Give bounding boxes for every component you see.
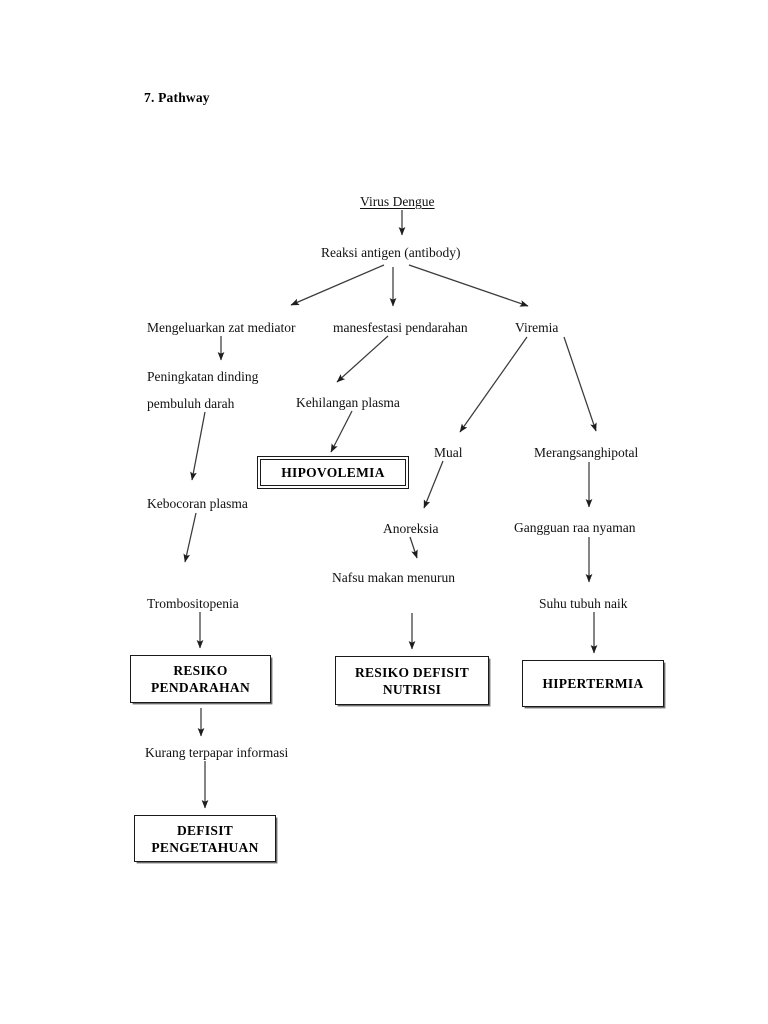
box-defisit-pengetahuan: DEFISIT PENGETAHUAN — [134, 815, 276, 862]
box-resiko-pendarahan-line1: RESIKO — [173, 663, 228, 678]
node-mual: Mual — [434, 445, 463, 460]
node-anoreksia: Anoreksia — [383, 521, 439, 536]
box-defisit-pengetahuan-label: DEFISIT PENGETAHUAN — [151, 822, 258, 856]
node-nafsu-makan-menurun: Nafsu makan menurun — [332, 570, 455, 585]
edge-kebocoran-to-trombositopenia — [183, 512, 197, 563]
box-defisit-pengetahuan-line2: PENGETAHUAN — [151, 839, 259, 855]
edge-manesfestasi-to-kehilangan — [336, 335, 389, 383]
node-reaksi-antigen: Reaksi antigen (antibody) — [321, 245, 461, 260]
box-resiko-pendarahan-line2: PENDARAHAN — [151, 680, 250, 695]
node-kehilangan-plasma: Kehilangan plasma — [296, 395, 400, 410]
node-viremia: Viremia — [515, 320, 559, 335]
box-resiko-defisit-nutrisi-line1: RESIKO DEFISIT — [354, 664, 470, 680]
edge-anoreksia-to-nafsu — [409, 536, 418, 559]
edge-viremia-to-mual — [459, 336, 528, 433]
box-hipovolemia: HIPOVOLEMIA — [256, 455, 410, 490]
edge-viremia-to-merangsang — [563, 336, 597, 432]
box-resiko-defisit-nutrisi: RESIKO DEFISIT NUTRISI — [335, 656, 489, 705]
edge-kehilangan-to-hipovolemia — [330, 410, 353, 453]
box-hipovolemia-label: HIPOVOLEMIA — [281, 465, 385, 480]
node-kurang-terpapar-informasi: Kurang terpapar informasi — [145, 745, 289, 760]
node-virus-dengue: Virus Dengue — [360, 194, 435, 209]
edge-mual-to-anoreksia — [423, 460, 444, 509]
page-title: 7. Pathway — [144, 90, 210, 105]
box-resiko-defisit-nutrisi-line2: NUTRISI — [382, 681, 442, 697]
node-peningkatan-dinding: Peningkatan dinding — [147, 369, 259, 384]
node-trombositopenia: Trombositopenia — [147, 596, 239, 611]
node-pembuluh-darah: pembuluh darah — [147, 396, 235, 411]
edge-reaksi-to-viremia — [408, 264, 529, 307]
box-hipertermia: HIPERTERMIA — [522, 660, 664, 707]
node-mengeluarkan-zat-mediator: Mengeluarkan zat mediator — [147, 320, 296, 335]
box-resiko-pendarahan: RESIKO PENDARAHAN — [130, 655, 271, 703]
node-suhu-tubuh-naik: Suhu tubuh naik — [539, 596, 628, 611]
edge-reaksi-to-mediator — [290, 264, 385, 306]
node-gangguan-raa-nyaman: Gangguan raa nyaman — [514, 520, 636, 535]
node-kebocoran-plasma: Kebocoran plasma — [147, 496, 248, 511]
node-manesfestasi-pendarahan: manesfestasi pendarahan — [333, 320, 468, 335]
node-merangsanghipotal: Merangsanghipotal — [534, 445, 639, 460]
edge-pembuluh-to-kebocoran — [190, 411, 206, 481]
box-hipertermia-label: HIPERTERMIA — [542, 676, 644, 691]
box-resiko-defisit-nutrisi-label: RESIKO DEFISIT NUTRISI — [355, 664, 469, 698]
box-defisit-pengetahuan-line1: DEFISIT — [176, 822, 234, 838]
box-resiko-pendarahan-label: RESIKO PENDARAHAN — [151, 662, 250, 696]
